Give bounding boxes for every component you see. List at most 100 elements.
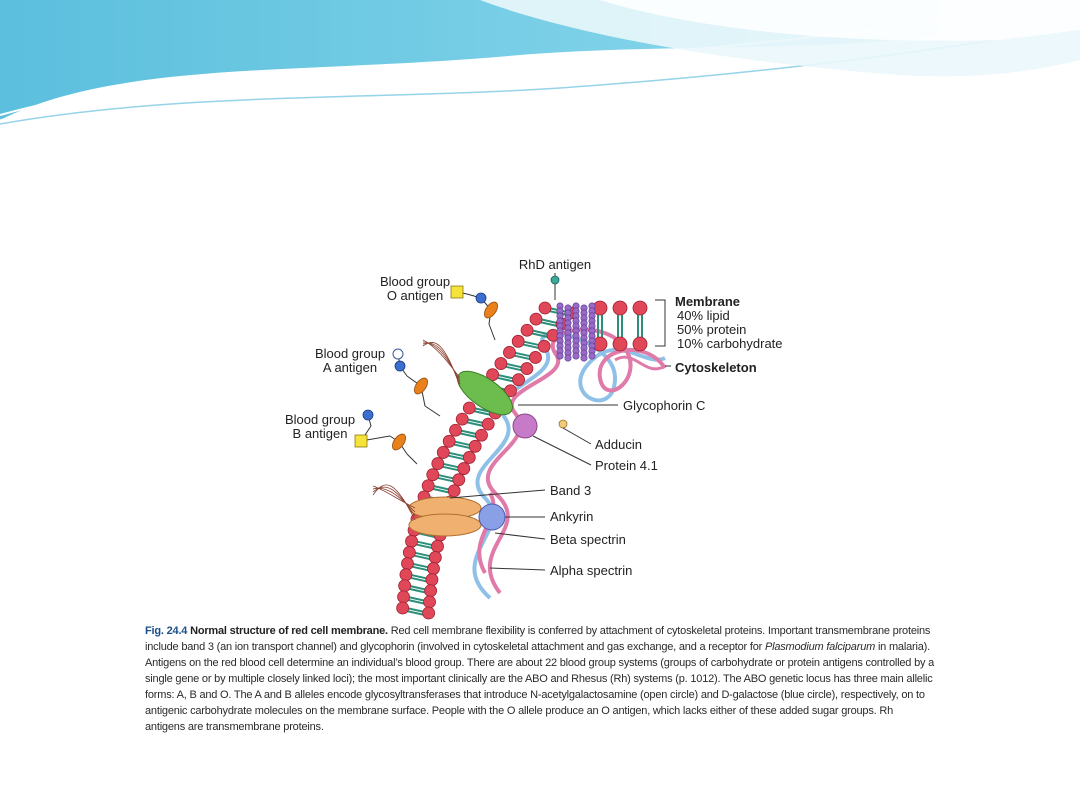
rh-helix-bead [556,352,564,360]
lipid-head-inner [457,462,471,475]
o-antigen-chain-galactose [475,292,487,304]
glycophorin-extracellular-chain [422,341,461,382]
band3-extracellular-loop [372,485,416,509]
spectrin-segment [477,491,496,574]
lipid-head-inner [512,373,525,387]
beta-spectrin-label: Beta spectrin [550,532,626,547]
band3-extracellular-loop [372,487,416,513]
lipid-tail [539,318,559,325]
o-antigen-chain-fucose [484,301,498,319]
lipid-head-inner [425,573,439,587]
lipid-tail [413,554,432,561]
alpha-spectrin-leader [489,567,546,571]
lipid-tail [513,351,532,358]
lipid-head-inner [520,362,534,375]
glycophorin-extracellular-chain [422,342,461,385]
a-antigen-chain-link [424,405,441,417]
lipid-tail [417,532,437,539]
beta-spectrin-leader [494,532,546,540]
lipid-tail [411,562,430,569]
lipid-tail [413,551,432,558]
lipid-head-inner [452,473,466,487]
rh-helix-bead [580,354,588,362]
lipid-tail [504,365,524,372]
o-antigen-chain-link [488,323,496,341]
lipid-head-inner [537,339,551,353]
lipid-head-inner [428,551,442,564]
caption-text-2: in malaria). Antigens on the red blood c… [145,641,935,733]
rhd-antigen-label: RhD antigen [518,257,592,272]
lipid-tail [447,454,466,461]
lipid-tail [411,565,430,572]
lipid-head-outer [503,346,516,359]
lipid-head [592,336,608,352]
rh-helix-bead [588,352,596,360]
lipid-head-outer [529,312,543,326]
b-antigen-chain-fucose [392,433,406,451]
protein41-sphere [512,413,538,439]
header-banner [0,0,1080,130]
lipid-tail [436,473,455,480]
lipid-tail [441,465,461,472]
lipid-head-inner [462,451,476,464]
lipid-tail [408,587,427,594]
lipid-head-inner [504,384,517,398]
banner-waves [0,0,1080,125]
lipid-tail [459,432,478,439]
band3-extracellular-loop [372,486,416,517]
lipid-tail [530,332,550,339]
lipid-head-outer [538,301,552,315]
lipid-head-outer [399,568,413,582]
adducin-marker [558,419,568,429]
lipid-tail [452,443,472,450]
lipid-head-inner [431,539,444,553]
a-antigen-chain-galactose [394,360,406,372]
band3-label: Band 3 [550,483,592,498]
membrane-bracket [655,299,666,347]
alpha-spectrin-label: Alpha spectrin [550,563,633,578]
lipid-tail [406,610,425,616]
glycophorin-extracellular-chain [422,339,461,379]
lipid-head-outer [520,323,534,337]
lipid-tail [496,373,515,380]
lipid-head [612,336,628,352]
glycophorin-c-label: Glycophorin C [623,398,706,413]
cytoskeleton-spectrin-tail [614,355,666,371]
lipid-head-inner [475,428,488,442]
lipid-tail [409,573,429,580]
lipid-head-outer [396,601,410,615]
rh-helix-bead [564,354,572,362]
lipid-head-inner [422,606,436,620]
lipid-tail [441,462,461,469]
lipid-head-outer [398,579,412,593]
lipid-tail [407,598,426,605]
lipid-head-inner [529,351,542,364]
lipid-head-outer [431,457,445,470]
membrane-title: Membrane [675,294,741,309]
figure-caption: Fig. 24.4 Normal structure of red cell m… [145,623,935,735]
b-antigen-chain-link [406,453,418,465]
adducin-label: Adducin [595,437,642,452]
lipid-tail [459,429,478,436]
b-antigen-chain-galactose [362,409,374,421]
caption-figure-number: Fig. 24.4 [145,625,188,637]
lipid-head-outer [511,334,525,348]
lipid-head [612,300,628,316]
lipid-head-outer [436,446,450,459]
ankyrin-label: Ankyrin [550,509,594,524]
a-antigen-label: Blood group A antigen [314,346,386,375]
ankyrin-sphere [478,503,506,531]
rhd-antigen-marker [550,275,560,285]
caption-italic-species: Plasmodium falciparum [764,641,876,653]
lipid-head-outer [405,534,418,548]
a-antigen-chain-fucose [414,377,428,395]
lipid-head-inner [468,439,482,453]
glycophorin-protein [457,370,513,416]
lipid-tail [496,376,515,383]
lipid-tail [539,321,559,328]
lipid-tail [447,451,466,458]
lipid-head-outer [449,423,462,437]
o-antigen-label: Blood group O antigen [379,274,451,303]
lipid-tail [465,421,485,428]
membrane-lipid: 40% lipid [677,308,730,323]
